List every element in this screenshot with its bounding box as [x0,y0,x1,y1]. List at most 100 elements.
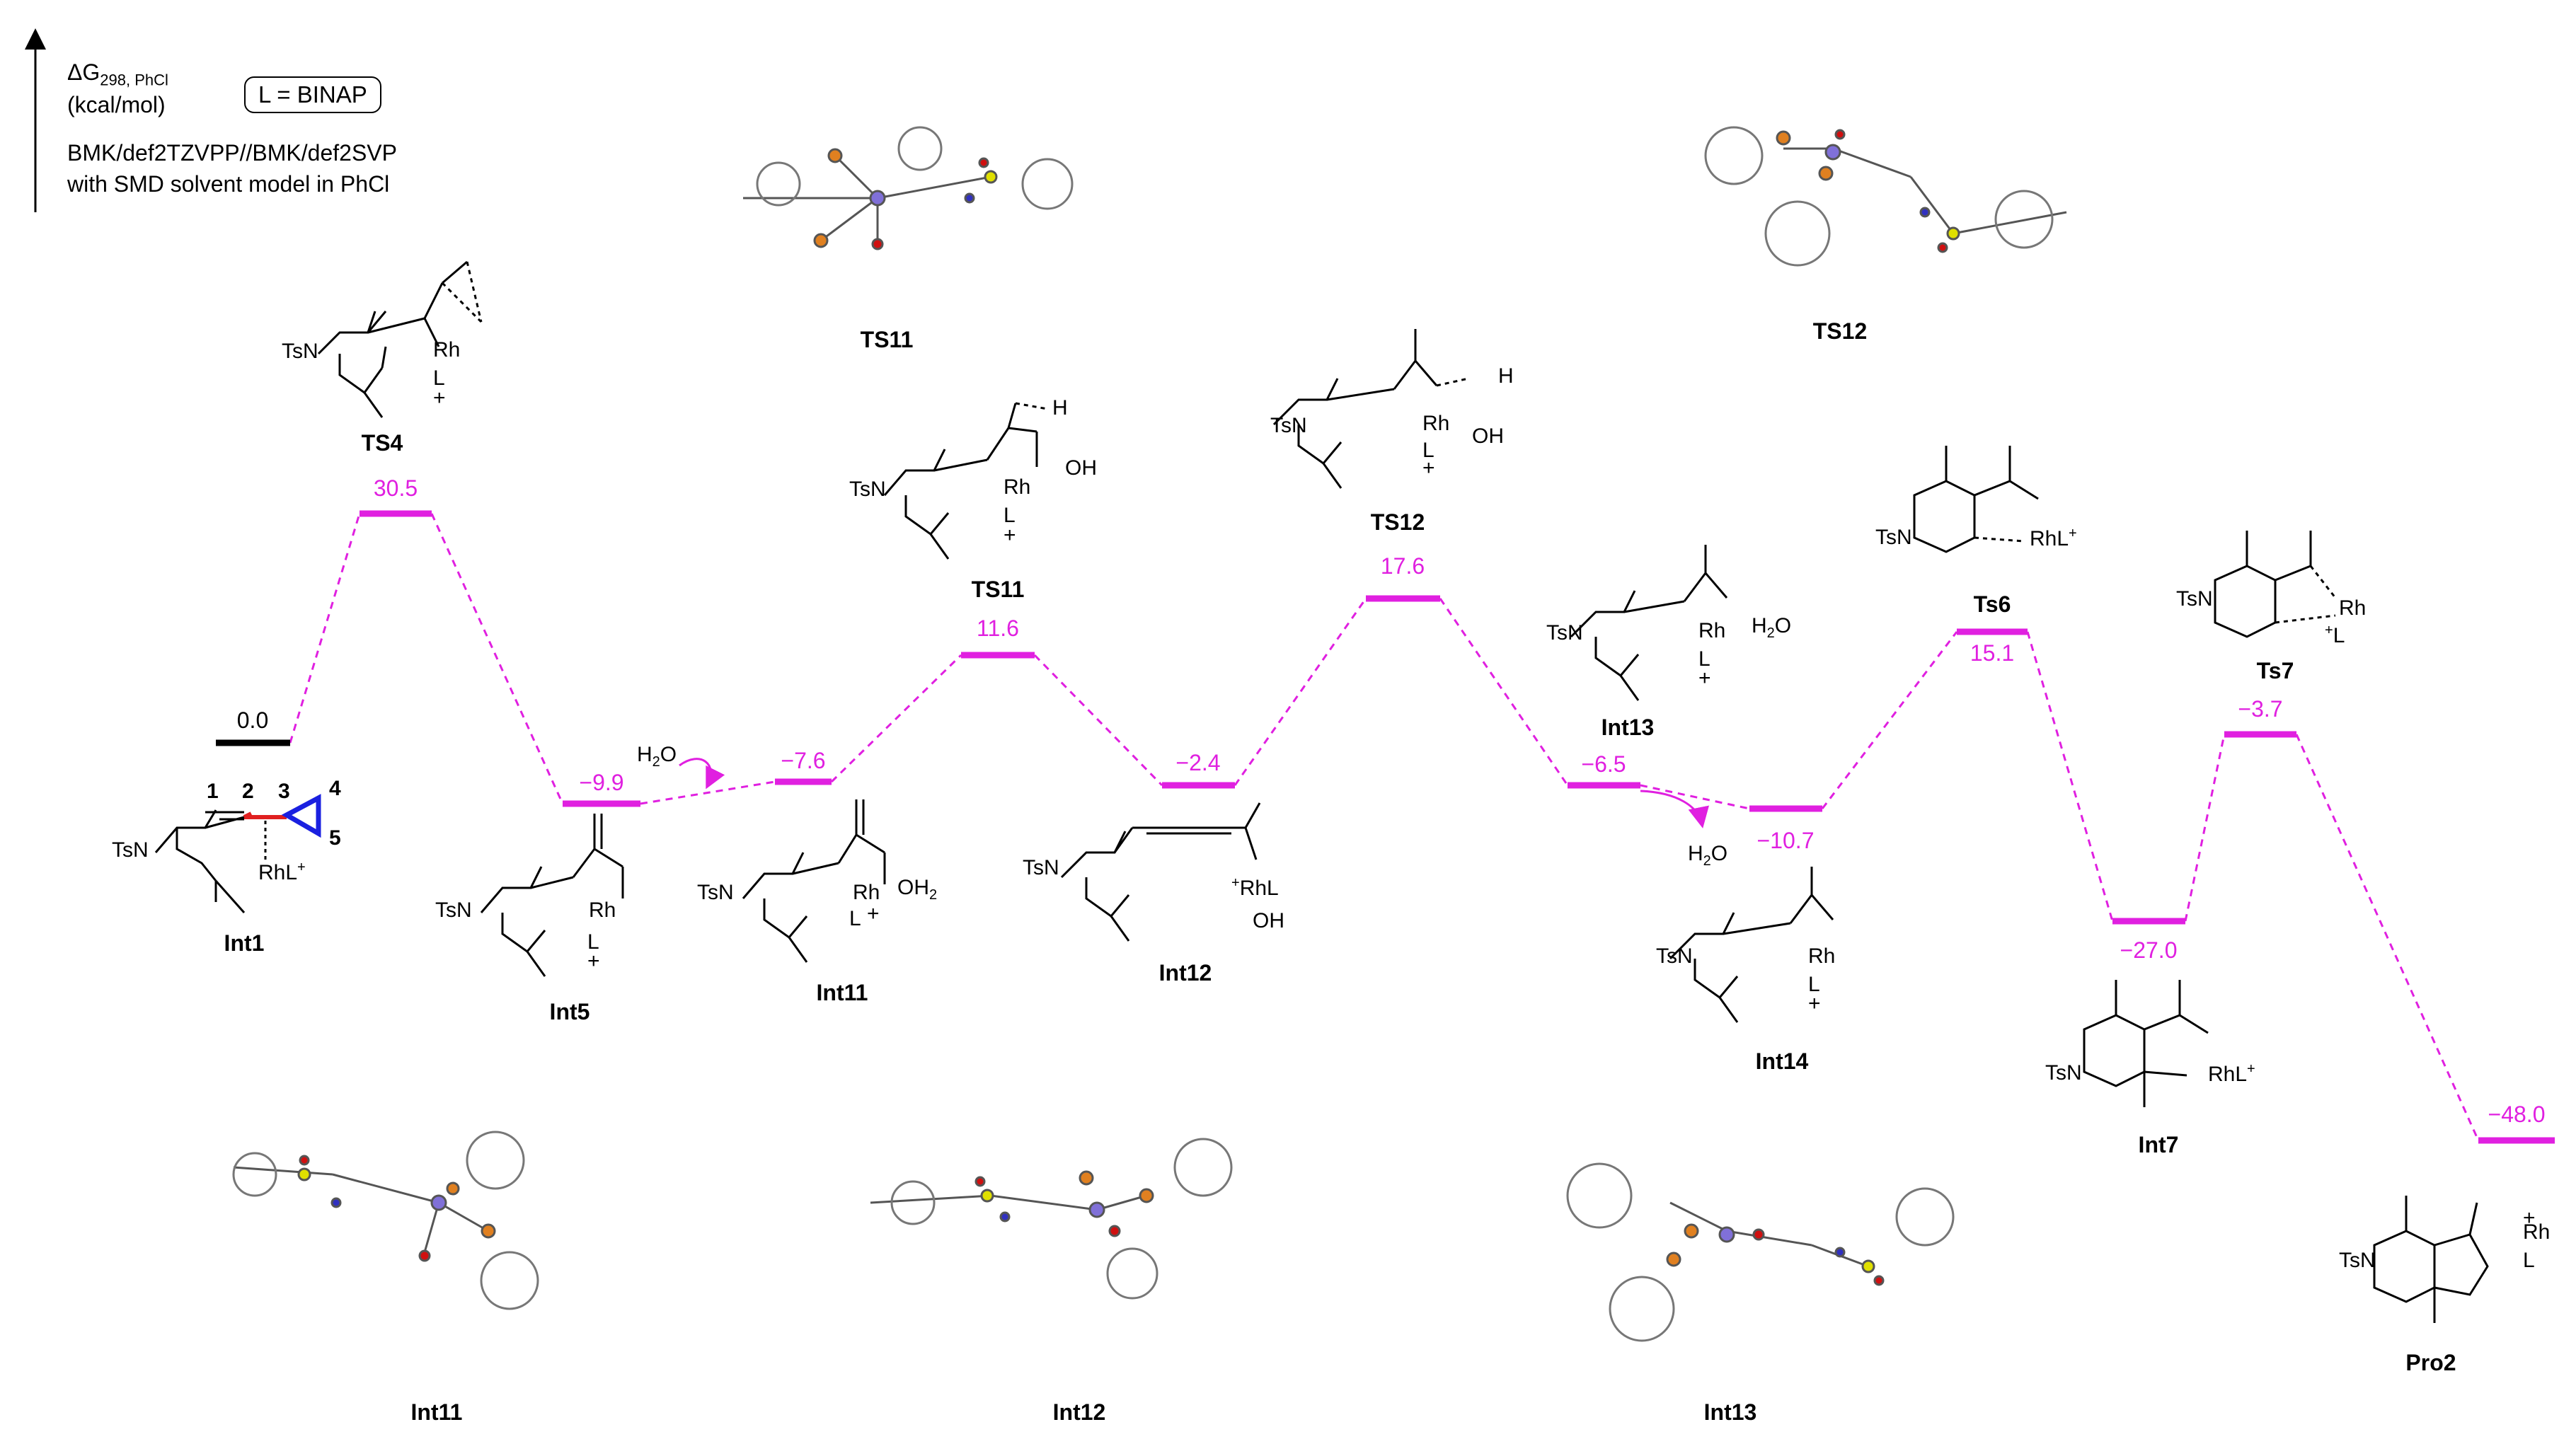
label-int1: Int1 [224,930,265,956]
pro2-plus-label: + [2523,1206,2536,1230]
pro2-rh-label: Rh [2523,1220,2551,1244]
ts12-oh-label: OH [1472,424,1504,448]
atom-number-1: 1 [207,780,219,803]
ts11-tsn-label: TsN [849,478,886,501]
int5-plus-label: + [587,949,600,973]
label-int11: Int11 [816,980,868,1005]
energy-value-ts6: 15.1 [1970,640,2015,666]
energy-value-int11: −7.6 [781,748,826,773]
int14-plus-label: + [1808,992,1821,1015]
ts12-plus-label: + [1422,456,1435,480]
ts7-plus-sign: + [2325,623,2333,638]
int11-tsn-label: TsN [697,881,734,904]
label-model-ts12: TS12 [1812,318,1868,344]
label-int14: Int14 [1755,1048,1809,1074]
int12-plus-sign: + [1231,875,1240,891]
ts4-l-label: L [433,366,445,390]
int12-rhl-label: +RhL [1231,875,1279,901]
model-3d-ts12 [1704,126,2067,267]
int13-plus-label: + [1698,666,1711,690]
water-label-out: H2O [1688,842,1727,869]
ts11-plus-label: + [1004,524,1016,547]
int1-plus-sign: + [297,860,306,875]
connector-int12-ts12 [1234,598,1367,786]
label-int12: Int12 [1158,960,1212,986]
delta-g-symbol: ΔG [67,59,100,85]
structure-int14 [1669,867,1834,1023]
ts12-rh-label: Rh [1422,412,1450,435]
method-label: BMK/def2TZVPP//BMK/def2SVP [67,140,397,166]
label-ts7: Ts7 [2256,658,2294,683]
ts4-plus-label: + [433,386,446,410]
structure-ts7 [2214,531,2337,638]
int1-rhl-text: RhL [258,861,298,884]
structure-int5 [480,814,624,977]
delta-g-subscript: 298, PhCl [100,71,168,89]
structure-ts4 [317,260,483,418]
connector-int14-ts6 [1821,631,1958,809]
int13-tsn-label: TsN [1546,621,1583,645]
connector-ts4-int5 [430,513,564,804]
int14-rh-label: Rh [1808,944,1836,968]
int13-h2o-label: H2O [1752,614,1791,642]
ts11-oh-label: OH [1065,456,1097,480]
ts6-plus-sign: + [2069,526,2077,541]
connector-int13-int14 [1640,784,1750,810]
model-3d-int12 [870,1138,1233,1300]
energy-value-ts7: −3.7 [2238,696,2283,722]
energy-value-int14: −10.7 [1756,828,1815,853]
structure-int1 [154,794,321,913]
int7-rhl-label: RhL+ [2208,1061,2255,1087]
int5-l-label: L [587,930,599,954]
atom-number-4: 4 [329,777,341,800]
energy-value-int5: −9.9 [579,770,624,795]
structure-ts6 [1913,446,2039,553]
connector-int7-ts7 [2184,734,2226,922]
label-int5: Int5 [549,999,590,1024]
int5-tsn-label: TsN [435,898,472,922]
solvent-label: with SMD solvent model in PhCl [67,171,390,197]
energy-value-ts12: 17.6 [1380,553,1425,579]
int12-rhl-text: RhL [1239,877,1279,900]
connector-lines [289,513,2480,1141]
label-model-int13: Int13 [1703,1399,1757,1425]
label-ts6: Ts6 [1973,591,2011,617]
int1-rhl-label: RhL+ [258,860,306,885]
ts6-rhl-label: RhL+ [2030,526,2077,551]
pro2-tsn-label: TsN [2339,1249,2376,1272]
connector-int11-ts11 [830,654,962,783]
int13-h2o-h: H [1752,614,1767,637]
connector-int1-ts4 [289,513,361,744]
label-model-int11: Int11 [410,1399,463,1425]
int1-tsn-label: TsN [112,838,149,862]
structure-int11 [742,799,886,963]
ts4-tsn-label: TsN [282,340,318,363]
energy-value-int12: −2.4 [1175,750,1221,775]
structure-int12 [1060,802,1261,942]
structure-int13 [1570,545,1728,701]
unit-label: (kcal/mol) [67,92,166,117]
int11-oh2-subscript: 2 [929,887,938,903]
ts4-rh-label: Rh [433,338,461,362]
connector-ts6-int7 [2026,631,2114,922]
int7-tsn-label: TsN [2045,1061,2082,1085]
int14-tsn-label: TsN [1656,944,1693,968]
axis-label: ΔG298, PhCl [67,58,168,94]
structure-int7 [2083,980,2209,1107]
label-ts12: TS12 [1370,509,1425,535]
water-out-h: H [1688,842,1703,865]
energy-value-int13: −6.5 [1581,751,1626,777]
water-in-h: H [637,743,652,766]
int7-rhl-text: RhL [2208,1063,2248,1086]
ts6-rhl-text: RhL [2030,527,2069,550]
int11-rh-label: Rh [853,881,880,904]
ts12-l-label: L [1422,439,1434,462]
ts11-l-label: L [1004,504,1016,527]
atom-number-2: 2 [242,780,254,803]
ts12-tsn-label: TsN [1270,414,1307,437]
label-int7: Int7 [2138,1132,2179,1157]
ts7-rh-label: Rh [2339,596,2367,620]
atom-number-3: 3 [278,780,290,803]
ts6-tsn-label: TsN [1875,526,1912,549]
